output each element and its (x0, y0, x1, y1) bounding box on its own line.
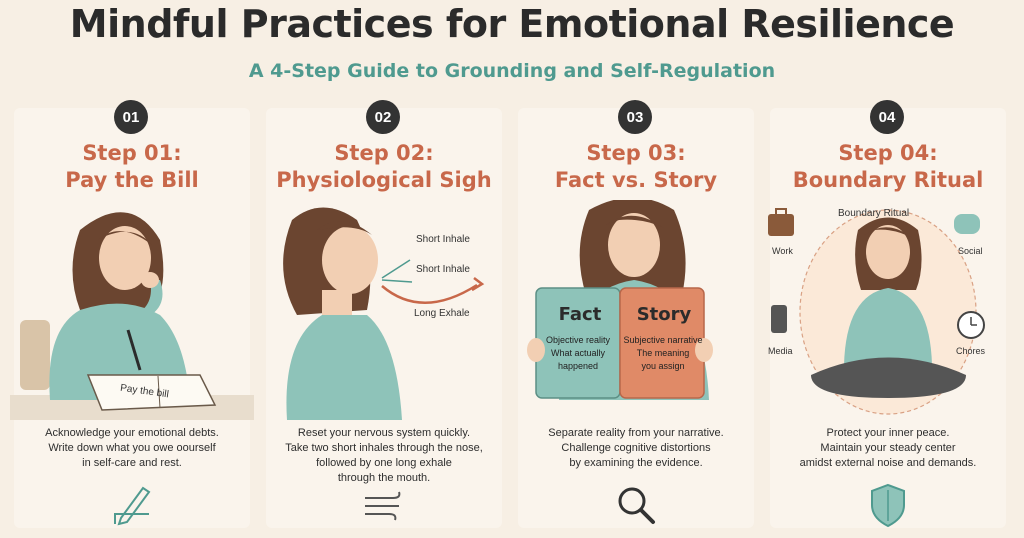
inhale-label-2: Short Inhale (416, 264, 470, 275)
chores-label: Chores (956, 346, 986, 356)
step-card-4: 04 Step 04: Boundary Ritual Boundary Rit… (766, 100, 1010, 536)
shield-icon (871, 483, 905, 528)
step-card-3: 03 Step 03: Fact vs. Story Fact Objectiv… (514, 100, 758, 536)
step-number-badge: 01 (114, 100, 148, 134)
step-card-1: 01 Step 01: Pay the Bill Pay the bill Ac… (10, 100, 254, 536)
step-heading: Step 02: (334, 141, 434, 165)
fact-line: Objective reality (545, 335, 611, 345)
inhale-label-1: Short Inhale (416, 234, 470, 245)
step-name: Pay the Bill (65, 168, 199, 192)
step-name: Fact vs. Story (554, 168, 718, 192)
desc-line: Challenge cognitive distortions (561, 442, 711, 454)
media-label: Media (768, 346, 793, 356)
fact-title: Fact (558, 304, 602, 325)
card-panel (266, 108, 502, 528)
exhale-label: Long Exhale (414, 308, 470, 319)
step-title: Step 04: Boundary Ritual (766, 140, 1010, 194)
step-description: Protect your inner peace. Maintain your … (770, 426, 1006, 471)
meditating-woman-illustration (768, 208, 985, 415)
ritual-label: Boundary Ritual (838, 208, 910, 219)
writing-woman-illustration (10, 212, 254, 420)
fact-text: Objective reality What actually happened (536, 334, 620, 373)
social-label: Social (958, 246, 983, 256)
step-card-2: 02 Step 02: Physiological Sigh Short Inh… (262, 100, 506, 536)
work-label: Work (772, 246, 793, 256)
desc-line: Reset your nervous system quickly. (297, 427, 471, 439)
step-title: Step 03: Fact vs. Story (514, 140, 758, 194)
fact-line: happened (557, 361, 599, 371)
desc-line: in self-care and rest. (82, 457, 182, 469)
page-title: Mindful Practices for Emotional Resilien… (69, 2, 955, 46)
desc-line: through the mouth. (337, 472, 431, 484)
step-heading: Step 01: (82, 141, 182, 165)
step-description: Reset your nervous system quickly. Take … (266, 426, 502, 486)
desc-line: Protect your inner peace. (826, 427, 950, 439)
pen-paper-icon (114, 486, 151, 526)
step-description: Acknowledge your emotional debts. Write … (14, 426, 250, 471)
wind-icon (365, 491, 401, 521)
step-heading: Step 04: (838, 141, 938, 165)
step-name: Physiological Sigh (276, 168, 492, 192)
step-description: Separate reality from your narrative. Ch… (518, 426, 754, 471)
desc-line: by examining the evidence. (569, 457, 703, 469)
desc-line: followed by one long exhale (316, 457, 452, 469)
step-title: Step 01: Pay the Bill (10, 140, 254, 194)
desc-line: Take two short inhales through the nose, (285, 442, 483, 454)
desc-line: Write down what you owe oourself (48, 442, 216, 454)
fact-line: What actually (550, 348, 606, 358)
magnifier-icon (618, 487, 655, 524)
step-name: Boundary Ritual (792, 168, 984, 192)
fact-story-woman-illustration (527, 200, 713, 400)
step-title: Step 02: Physiological Sigh (262, 140, 506, 194)
step-number-badge: 03 (618, 100, 652, 134)
desc-line: Acknowledge your emotional debts. (45, 427, 219, 439)
story-line: Subjective narrative (623, 335, 703, 345)
story-text: Subjective narrative The meaning you ass… (620, 334, 706, 373)
step-heading: Step 03: (586, 141, 686, 165)
desc-line: Separate reality from your narrative. (548, 427, 724, 439)
story-line: The meaning (636, 348, 690, 358)
story-line: you assign (641, 361, 685, 371)
breathing-woman-illustration (283, 207, 485, 420)
page-subtitle: A 4-Step Guide to Grounding and Self-Reg… (248, 60, 776, 82)
desc-line: Maintain your steady center (820, 442, 956, 454)
desc-line: amidst external noise and demands. (799, 457, 977, 469)
story-title: Story (636, 304, 692, 325)
step-number-badge: 02 (366, 100, 400, 134)
step-number-badge: 04 (870, 100, 904, 134)
